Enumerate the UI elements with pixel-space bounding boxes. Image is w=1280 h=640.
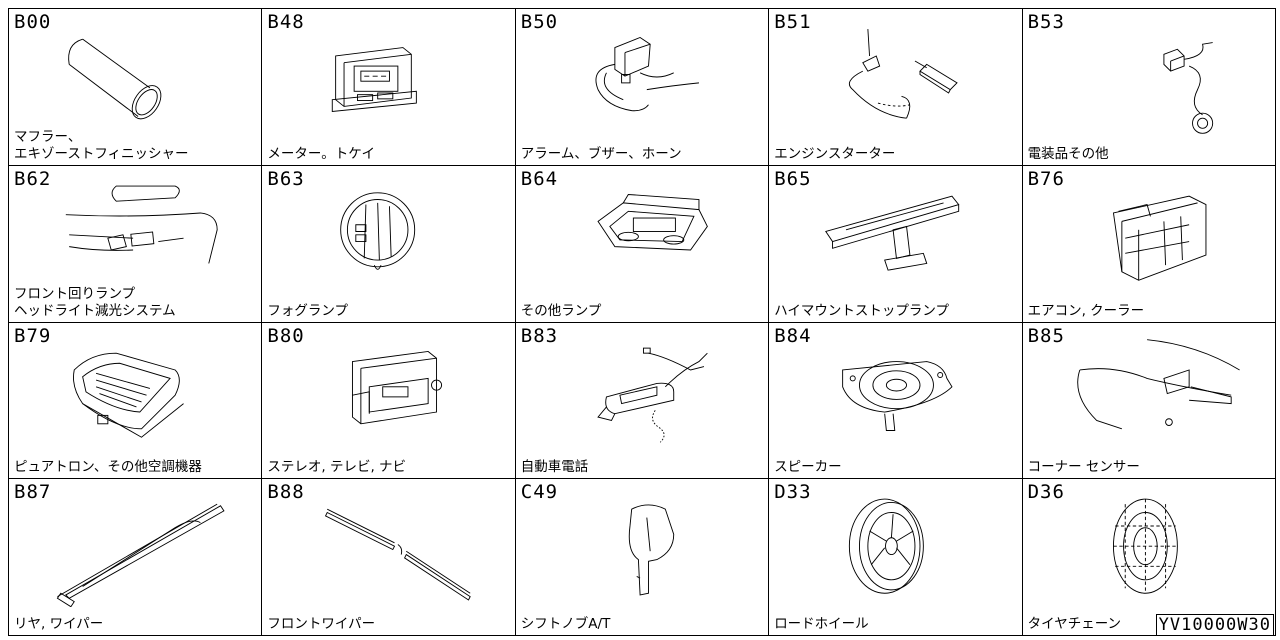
part-code: B88 bbox=[267, 481, 305, 504]
part-label: アラーム、ブザー、ホーン bbox=[520, 145, 682, 162]
part-code: B83 bbox=[520, 324, 559, 347]
part-code: B51 bbox=[774, 11, 812, 33]
part-code: B79 bbox=[14, 324, 52, 347]
part-cell-c49[interactable]: C49 シフトノブA/T bbox=[515, 479, 770, 636]
part-cell-b76[interactable]: B76 エアコン, クーラー bbox=[1022, 165, 1276, 323]
front-wiper-icon bbox=[302, 487, 487, 607]
part-label: フロント回りランプ ヘッドライト減光システム bbox=[14, 285, 176, 319]
part-label: ハイマウントストップランプ bbox=[774, 302, 950, 319]
road-wheel-icon bbox=[809, 487, 994, 607]
part-label: エンジンスターター bbox=[774, 145, 896, 162]
part-label: コーナー センサー bbox=[1027, 459, 1140, 476]
part-label: フロントワイパー bbox=[267, 616, 376, 632]
muffler-icon bbox=[49, 17, 234, 137]
part-code: B53 bbox=[1027, 11, 1065, 33]
part-label: 電装品その他 bbox=[1027, 145, 1109, 162]
part-cell-b50[interactable]: B50 アラーム、ブザー、ホーン bbox=[515, 9, 770, 166]
part-label: エアコン, クーラー bbox=[1027, 302, 1145, 319]
part-label: メーター。トケイ bbox=[267, 145, 375, 162]
high-mount-stop-lamp-icon bbox=[809, 174, 994, 294]
part-cell-b84[interactable]: B84 スピーカー bbox=[769, 322, 1023, 480]
fog-lamp-icon bbox=[302, 174, 487, 294]
part-code: B62 bbox=[14, 167, 52, 190]
part-code: B63 bbox=[267, 167, 305, 190]
part-code: B48 bbox=[267, 11, 305, 33]
part-label: ロードホイール bbox=[774, 616, 869, 632]
part-label: その他ランプ bbox=[520, 302, 602, 319]
part-code: D36 bbox=[1027, 481, 1065, 504]
part-cell-b88[interactable]: B88 フロントワイパー bbox=[262, 479, 516, 636]
part-code: D33 bbox=[774, 481, 812, 504]
part-label: リヤ, ワイパー bbox=[14, 616, 104, 632]
part-code: B65 bbox=[774, 167, 812, 190]
part-code: B85 bbox=[1027, 324, 1065, 347]
part-code: B80 bbox=[267, 324, 305, 347]
part-label: タイヤチェーン bbox=[1027, 616, 1122, 632]
speaker-icon bbox=[809, 331, 994, 451]
part-cell-b53[interactable]: B53 電装品その他 bbox=[1022, 9, 1276, 166]
air-conditioner-icon bbox=[1063, 174, 1248, 294]
part-label: スピーカー bbox=[774, 459, 842, 476]
part-cell-b65[interactable]: B65 ハイマウントストップランプ bbox=[769, 165, 1023, 323]
engine-starter-icon bbox=[809, 17, 994, 137]
part-cell-d33[interactable]: D33 ロードホイール bbox=[769, 479, 1023, 636]
part-cell-b85[interactable]: B85 コーナー センサー bbox=[1022, 322, 1276, 480]
tire-chain-icon bbox=[1063, 487, 1248, 607]
air-purifier-icon bbox=[49, 331, 234, 451]
part-cell-b63[interactable]: B63 フォグランプ bbox=[262, 165, 516, 323]
part-cell-b79[interactable]: B79 ピュアトロン、その他空調機器 bbox=[9, 322, 263, 480]
part-label: フォグランプ bbox=[267, 302, 348, 319]
part-code: B64 bbox=[520, 167, 559, 190]
part-label: 自動車電話 bbox=[520, 459, 589, 476]
alarm-buzzer-icon bbox=[556, 17, 741, 137]
part-cell-b80[interactable]: B80 ステレオ, テレビ, ナビ bbox=[262, 322, 516, 480]
part-label: ステレオ, テレビ, ナビ bbox=[267, 459, 407, 476]
part-cell-b00[interactable]: B00 マフラー、 エキゾーストフィニッシャー bbox=[9, 9, 263, 166]
part-code: B84 bbox=[774, 324, 812, 347]
part-cell-b48[interactable]: B48 メーター。トケイ bbox=[262, 9, 516, 166]
part-code: B00 bbox=[14, 11, 52, 33]
part-code: B87 bbox=[14, 481, 52, 504]
part-code: B76 bbox=[1027, 167, 1065, 190]
stereo-icon bbox=[302, 331, 487, 451]
rear-wiper-icon bbox=[49, 487, 234, 608]
part-cell-b87[interactable]: B87 リヤ, ワイパー bbox=[9, 479, 263, 636]
interior-lamp-icon bbox=[556, 174, 741, 294]
clock-meter-icon bbox=[302, 17, 487, 137]
part-cell-b51[interactable]: B51 エンジンスターター bbox=[769, 9, 1023, 166]
part-code: C49 bbox=[520, 481, 559, 504]
shift-knob-icon bbox=[556, 487, 741, 607]
part-label: シフトノブA/T bbox=[520, 616, 611, 632]
part-label: マフラー、 エキゾーストフィニッシャー bbox=[14, 128, 189, 162]
car-phone-icon bbox=[556, 331, 741, 451]
front-lamp-icon bbox=[49, 174, 234, 294]
electrical-parts-icon bbox=[1063, 17, 1248, 137]
part-cell-d36[interactable]: D36 タイヤチェーン bbox=[1022, 479, 1276, 636]
part-cell-b83[interactable]: B83 自動車電話 bbox=[515, 322, 770, 480]
catalog-number: YV10000W30 bbox=[1155, 614, 1274, 636]
corner-sensor-icon bbox=[1063, 331, 1248, 451]
part-label: ピュアトロン、その他空調機器 bbox=[14, 459, 202, 476]
parts-category-grid: B00 マフラー、 エキゾーストフィニッシャー B48 メーター。トケイ B50 アラーム… bbox=[8, 8, 1276, 636]
part-cell-b64[interactable]: B64 その他ランプ bbox=[515, 165, 770, 323]
part-cell-b62[interactable]: B62 フロント回りランプ ヘッドライト減光システム bbox=[9, 165, 263, 323]
part-code: B50 bbox=[520, 11, 559, 33]
